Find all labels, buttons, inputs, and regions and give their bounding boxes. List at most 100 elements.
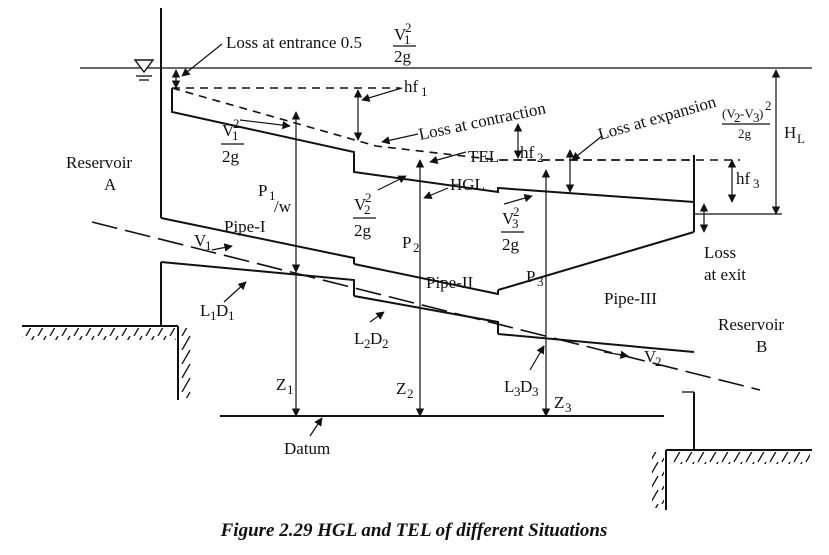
leader-datum	[309, 417, 323, 437]
label-loss-expansion: Loss at expansion	[596, 92, 719, 144]
leader-l1d1	[223, 281, 247, 303]
svg-text:1: 1	[287, 382, 294, 397]
svg-text:at exit: at exit	[704, 265, 746, 284]
label-tel: TEL	[468, 147, 499, 166]
leader-v1-flow	[211, 243, 233, 252]
label-expansion-head: (V 2 -V 3 ) 2 2g	[722, 98, 772, 141]
svg-text:Reservoir: Reservoir	[66, 153, 132, 172]
label-pipe3: Pipe-III	[604, 289, 657, 308]
label-hf1: hf 1	[404, 77, 428, 99]
leader-tel	[429, 151, 467, 165]
tel-line	[171, 87, 695, 200]
svg-text:1: 1	[269, 188, 276, 203]
leader-loss-expansion	[571, 135, 603, 161]
svg-text:1: 1	[210, 308, 217, 323]
svg-text:V: V	[194, 231, 207, 250]
label-reservoir-b: Reservoir B	[718, 315, 784, 356]
svg-text:3: 3	[753, 176, 760, 191]
label-hf3: hf 3	[736, 169, 760, 191]
entrance-velocity-head: V 2 1 2g	[393, 20, 416, 66]
svg-text:2: 2	[382, 336, 389, 351]
svg-text:): )	[759, 106, 763, 121]
label-reservoir-a: Reservoir A	[66, 153, 132, 194]
svg-text:2: 2	[537, 150, 544, 165]
svg-text:P: P	[402, 233, 411, 252]
label-p2: P 2	[402, 233, 420, 255]
svg-text:1: 1	[421, 84, 428, 99]
label-hgl: HGL	[450, 175, 485, 194]
svg-text:2: 2	[765, 98, 772, 113]
label-loss-entrance: Loss at entrance 0.5	[226, 33, 362, 52]
label-datum: Datum	[284, 439, 330, 458]
svg-text:V: V	[354, 195, 367, 214]
pipe-centerline	[91, 221, 761, 391]
leader-l2d2	[369, 311, 385, 323]
label-l2d2: L 2 D 2	[354, 329, 389, 351]
svg-text:D: D	[520, 377, 532, 396]
leader-v3	[503, 194, 533, 205]
svg-text:2: 2	[364, 336, 371, 351]
ground-left	[22, 325, 192, 400]
svg-text:B: B	[756, 337, 767, 356]
svg-text:2: 2	[655, 354, 662, 369]
leader-v2	[377, 175, 407, 191]
label-v1-head: V 2 1 2g	[221, 116, 244, 166]
figure-caption: Figure 2.29 HGL and TEL of different Sit…	[220, 520, 608, 541]
svg-text:/w: /w	[274, 197, 292, 216]
svg-text:1: 1	[404, 32, 411, 47]
svg-text:P: P	[526, 267, 535, 286]
label-z1: Z 1	[276, 375, 294, 397]
svg-text:V: V	[394, 25, 407, 44]
svg-text:D: D	[370, 329, 382, 348]
label-z3: Z 3	[554, 393, 572, 415]
svg-text:2g: 2g	[222, 147, 240, 166]
leader-v1	[239, 119, 291, 130]
svg-text:2g: 2g	[394, 47, 412, 66]
svg-text:1: 1	[228, 308, 235, 323]
svg-text:2: 2	[734, 110, 741, 125]
label-l3d3: L 3 D 3	[504, 377, 539, 399]
label-hf2: hf 2	[520, 143, 544, 165]
svg-text:2: 2	[405, 20, 412, 35]
label-p1w: P 1 /w	[258, 181, 292, 216]
label-hl: H L	[784, 123, 805, 146]
label-loss-exit: Loss at exit	[704, 243, 746, 284]
flow-arrow-v2	[603, 350, 629, 359]
leader-loss-contraction	[381, 133, 419, 145]
svg-text:V: V	[644, 347, 657, 366]
svg-text:P: P	[258, 181, 267, 200]
svg-text:1: 1	[232, 128, 239, 143]
svg-text:A: A	[104, 175, 117, 194]
svg-text:L: L	[354, 329, 364, 348]
svg-text:2: 2	[413, 240, 420, 255]
svg-text:V: V	[222, 121, 235, 140]
svg-text:L: L	[200, 301, 210, 320]
svg-text:2: 2	[365, 190, 372, 205]
water-level-symbol	[133, 59, 155, 81]
label-z2: Z 2	[396, 379, 414, 401]
label-pipe1: Pipe-I	[224, 217, 266, 236]
label-pipe2: Pipe-II	[426, 273, 474, 292]
svg-text:-V: -V	[740, 106, 754, 121]
label-l1d1: L 1 D 1	[200, 301, 235, 323]
svg-text:3: 3	[532, 384, 539, 399]
svg-text:2g: 2g	[738, 126, 752, 141]
svg-text:2: 2	[513, 204, 520, 219]
label-v3-head: V 2 3 2g	[501, 204, 524, 254]
label-p3: P 3	[526, 267, 544, 289]
leader-l3d3	[529, 345, 545, 371]
svg-text:2g: 2g	[354, 221, 372, 240]
svg-text:Z: Z	[276, 375, 286, 394]
svg-text:2: 2	[233, 116, 240, 131]
leader-hgl	[423, 187, 449, 199]
svg-text:3: 3	[753, 110, 760, 125]
svg-text:Reservoir: Reservoir	[718, 315, 784, 334]
svg-text:hf: hf	[404, 77, 419, 96]
label-v2-flow: V 2	[644, 347, 662, 369]
label-v2-head: V 2 2 2g	[353, 190, 376, 240]
svg-text:2: 2	[407, 386, 414, 401]
leader-hf1	[361, 87, 403, 102]
label-loss-contraction: Loss at contraction	[417, 98, 548, 144]
